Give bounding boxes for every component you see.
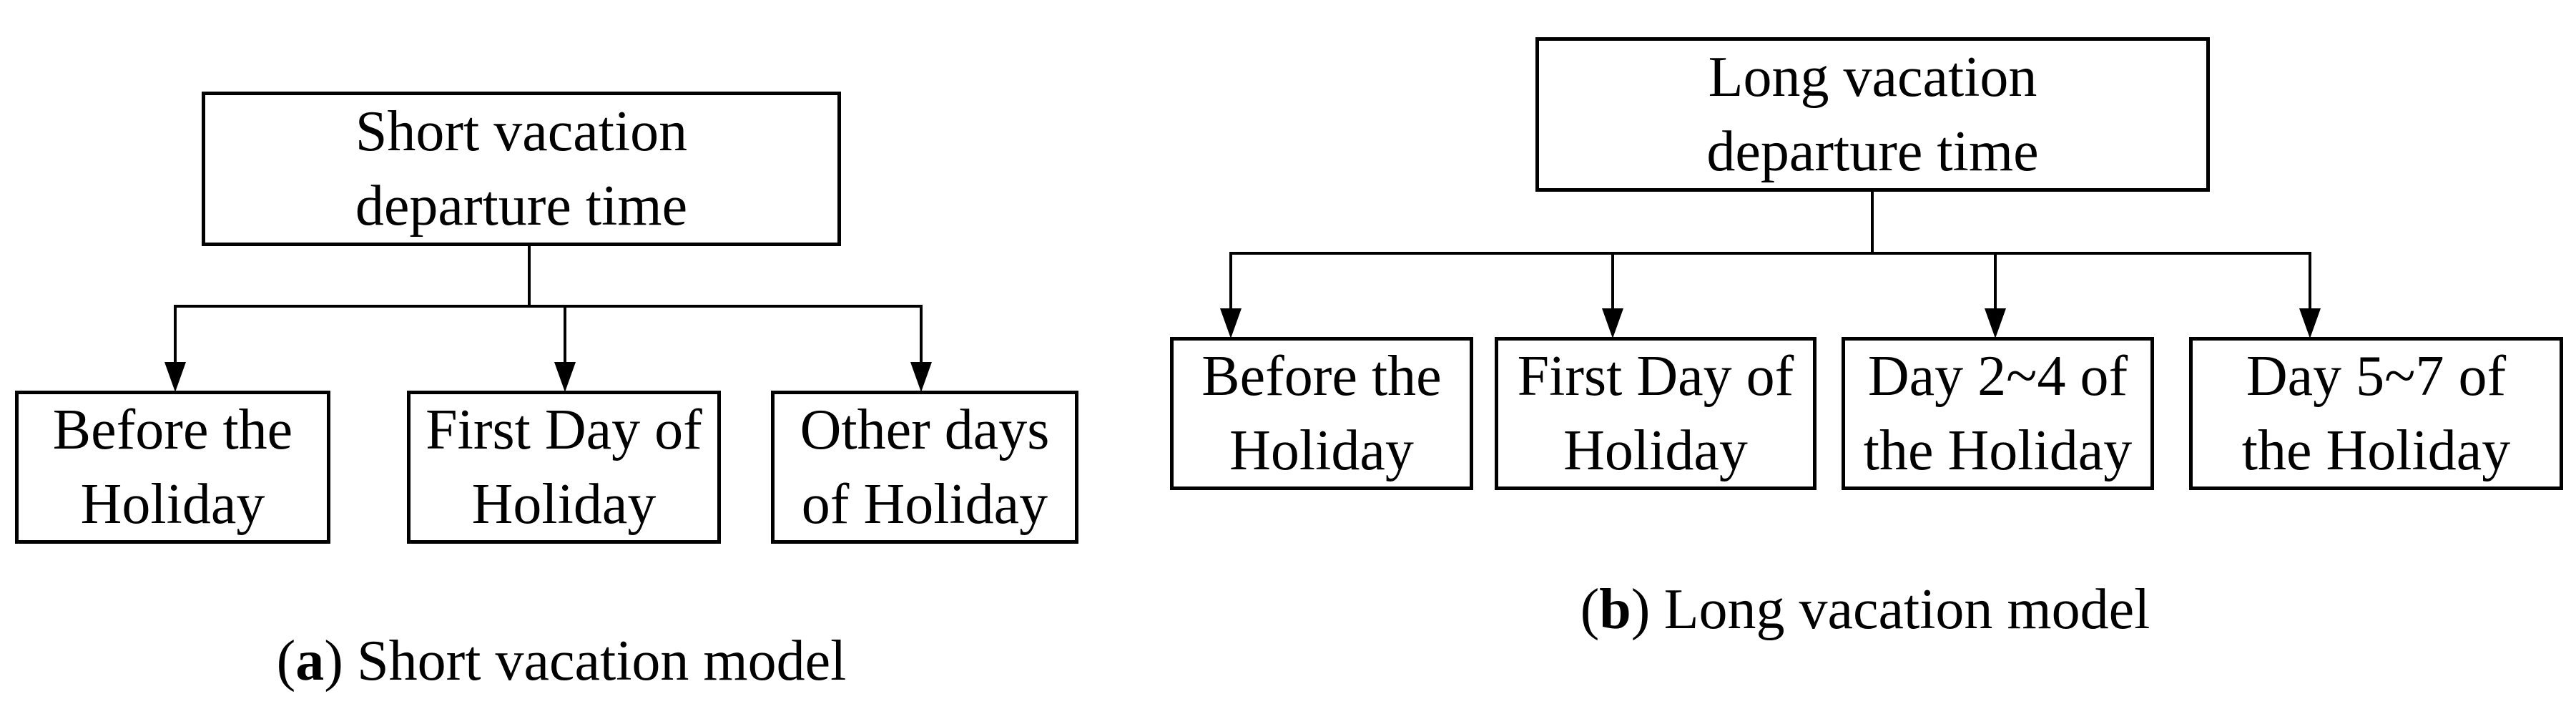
caption-short-vacation-model: (a)Short vacation model <box>277 632 847 690</box>
arrowhead-icon-b1 <box>1220 308 1242 338</box>
node-short-vacation-root: Short vacation departure time <box>202 92 841 246</box>
arrowhead-icon-b2 <box>1602 308 1623 338</box>
caption-long-vacation-model: (b)Long vacation model <box>1580 581 2150 638</box>
caption-b-paren-open: ( <box>1580 578 1600 641</box>
caption-b-letter: b <box>1599 578 1631 641</box>
caption-b-text: Long vacation model <box>1663 578 2150 641</box>
caption-a-paren-open: ( <box>276 630 296 693</box>
node-short-before-holiday: Before the Holiday <box>15 391 330 544</box>
node-long-day-5-7: Day 5~7 of the Holiday <box>2189 337 2563 490</box>
node-short-first-day: First Day of Holiday <box>407 391 721 544</box>
caption-a-text: Short vacation model <box>357 630 847 693</box>
arrowhead-icon-b4 <box>2299 308 2321 338</box>
arrowhead-icon-b3 <box>1985 308 2006 338</box>
caption-b-paren-close: ) <box>1631 578 1651 641</box>
node-long-first-day: First Day of Holiday <box>1495 337 1817 490</box>
node-short-other-days: Other days of Holiday <box>771 391 1078 544</box>
arrowhead-icon-a3 <box>910 362 932 392</box>
node-long-vacation-root: Long vacation departure time <box>1535 37 2210 192</box>
arrowhead-icon-a2 <box>554 362 576 392</box>
caption-a-letter: a <box>295 630 325 693</box>
node-long-before-holiday: Before the Holiday <box>1170 337 1473 490</box>
arrowhead-icon-a1 <box>164 362 186 392</box>
caption-a-paren-close: ) <box>324 630 343 693</box>
node-long-day-2-4: Day 2~4 of the Holiday <box>1842 337 2154 490</box>
